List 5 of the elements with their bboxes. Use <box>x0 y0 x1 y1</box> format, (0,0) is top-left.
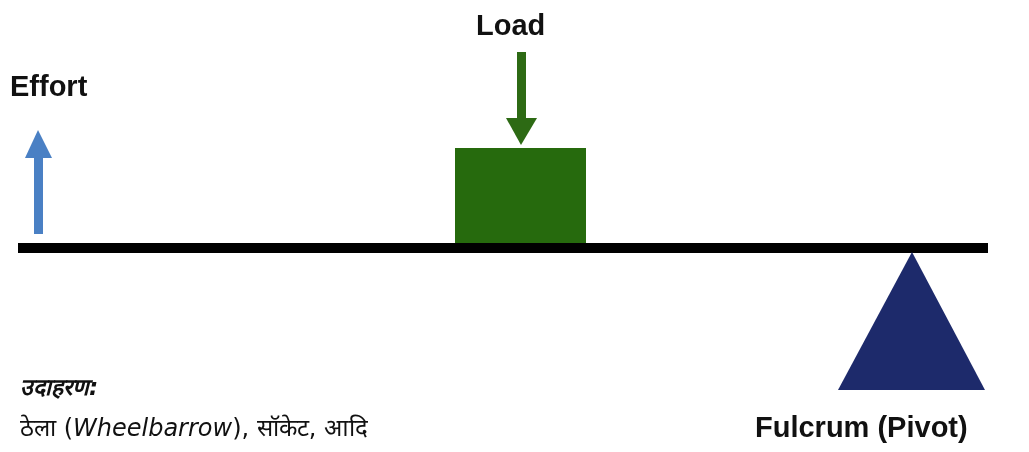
force-label: Effort <box>10 72 88 101</box>
fulcrum-label: Fulcrum (Pivot) <box>755 413 968 442</box>
force-label: Load <box>476 11 546 40</box>
heading: उदाहरण: <box>20 376 99 399</box>
example-text: ठेला (Wheelbarrow), सॉकेट, आदि <box>20 416 369 440</box>
